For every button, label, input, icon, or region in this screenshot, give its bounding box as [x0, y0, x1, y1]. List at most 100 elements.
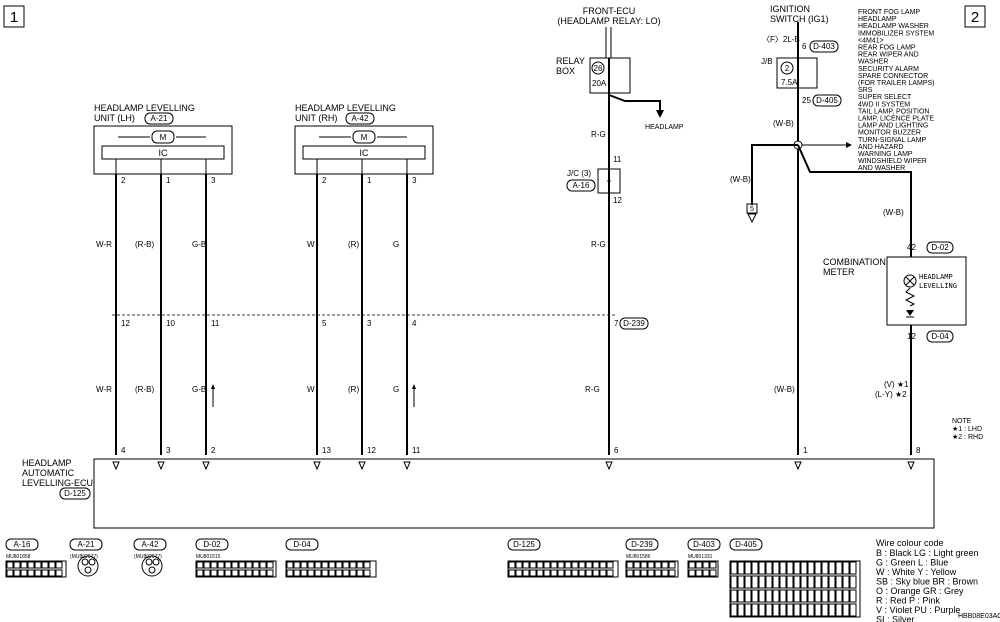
connector-pin-cell	[266, 561, 274, 569]
connector-D-405: D-405	[729, 538, 861, 618]
connector-pin-cell	[321, 569, 329, 577]
connector-pin-cell	[515, 561, 523, 569]
combination-meter-box	[886, 256, 967, 326]
connector-pin-cell	[695, 569, 703, 577]
connector-pin-cell	[828, 603, 836, 617]
connector-list: A-16MU801858A-21(MU802077)A-42(MU802077)…	[5, 538, 861, 618]
connector-pin-cell	[13, 569, 21, 577]
ecu-terminal	[907, 461, 915, 471]
mid-connector-pin: 7	[614, 319, 619, 328]
unit-pin-label: 1	[166, 176, 171, 185]
connector-id: A-16	[14, 540, 31, 549]
connector-pin-cell	[793, 589, 801, 603]
connector-pin-cell	[224, 569, 232, 577]
colour-code-item: SI : Silver	[876, 615, 915, 622]
connector-pin-cell	[210, 569, 218, 577]
ecu-terminal	[605, 461, 613, 471]
page-marker-left: 1	[3, 5, 25, 28]
ecu-pin-label: 1	[803, 446, 808, 455]
colour-code-item: G : Green L : Blue	[876, 558, 948, 568]
connector-pin-cell	[786, 575, 794, 589]
connector-face	[729, 560, 861, 618]
connector-pin-cell	[668, 561, 676, 569]
connector-pin-cell	[842, 561, 850, 575]
connector-pin-cell	[536, 569, 544, 577]
connector-pin-cell	[578, 569, 586, 577]
connector-pin-cell	[543, 561, 551, 569]
connector-pin-cell	[356, 569, 364, 577]
connector-pin-cell	[522, 569, 530, 577]
connector-pin-cell	[702, 569, 710, 577]
ignition-load-item: REAR FOG LAMP	[858, 45, 916, 52]
connector-pin-cell	[626, 561, 634, 569]
connector-pin-cell	[814, 603, 822, 617]
connector-pin-cell	[543, 569, 551, 577]
connector-part: MU801515	[196, 554, 221, 560]
ignition-load-item: SUPER SELECT	[858, 94, 912, 101]
connector-pin-cell	[363, 561, 371, 569]
unit-pin-label: 1	[367, 176, 372, 185]
connector-pin-cell	[828, 575, 836, 589]
connector-pin-cell	[196, 569, 204, 577]
connector-face	[687, 560, 719, 578]
connector-pin-cell	[744, 561, 752, 575]
wire-color-relay: R-G	[591, 130, 606, 139]
connector-pin-cell	[849, 589, 857, 603]
wire-color-lower: G	[393, 385, 399, 394]
connector-pin-cell	[522, 561, 530, 569]
connector-pin-cell	[709, 561, 717, 569]
jb-label: J/B	[761, 57, 773, 66]
connector-pin-cell	[814, 575, 822, 589]
connector-id: D-405	[735, 540, 757, 549]
connector-pin-cell	[342, 569, 350, 577]
connector-pin-cell	[599, 561, 607, 569]
connector-pin-cell	[751, 575, 759, 589]
unit-pin-label: 3	[412, 176, 417, 185]
wire-8: (W-B) 1	[774, 385, 808, 471]
connector-pin-cell	[349, 569, 357, 577]
connector-pin-cell	[800, 561, 808, 575]
connector-pin-cell	[349, 561, 357, 569]
connector-id: A-42	[142, 540, 159, 549]
connector-pin-cell	[286, 561, 294, 569]
ignition-load-item: SPARE CONNECTOR	[858, 73, 928, 80]
connector-pin-cell	[807, 589, 815, 603]
ignition-load-item: TURN-SIGNAL LAMP	[858, 137, 927, 144]
ignition-load-item: MONITOR BUZZER	[858, 130, 921, 137]
connector-pin-cell	[238, 561, 246, 569]
connector-pin-cell	[245, 569, 253, 577]
wire-color-lower: (W-B)	[774, 385, 795, 394]
connector-pin-cell	[557, 561, 565, 569]
connector-pin-cell	[772, 575, 780, 589]
connector-pin-cell	[835, 575, 843, 589]
connector-part: MU801586	[626, 554, 651, 560]
wire-5: 1(R)3(R)12	[348, 174, 376, 471]
connector-pin-cell	[758, 575, 766, 589]
unit-rh-title: HEADLAMP LEVELLING	[295, 103, 396, 113]
connector-pin-cell	[772, 561, 780, 575]
mid-connector-pin: 11	[211, 319, 220, 328]
connector-pin-cell	[293, 569, 301, 577]
connector-pin-cell	[20, 561, 28, 569]
relay-box-label: RELAY	[556, 56, 585, 66]
unit-lh-conn: A-21	[151, 114, 168, 123]
connector-pin-cell	[765, 561, 773, 575]
colour-code-item: R : Red P : Pink	[876, 596, 940, 606]
ignition-load-item: WINDSHIELD WIPER	[858, 158, 927, 165]
connector-pin-cell	[737, 561, 745, 575]
relay-number: 26	[594, 64, 603, 73]
connector-pin-cell	[800, 575, 808, 589]
connector-pin-cell	[737, 575, 745, 589]
unit-pin-label: 2	[322, 176, 327, 185]
ignition-title: IGNITION	[770, 4, 810, 14]
note-title: NOTE	[952, 418, 972, 425]
connector-part: MU801858	[6, 554, 31, 560]
connector-id: D-239	[631, 540, 653, 549]
jb-fuse-rating: 7.5A	[781, 78, 798, 87]
meter-subtitle: METER	[823, 267, 855, 277]
ignition-load-item: FRONT FOG LAMP	[858, 9, 920, 16]
connector-pin-cell	[564, 561, 572, 569]
